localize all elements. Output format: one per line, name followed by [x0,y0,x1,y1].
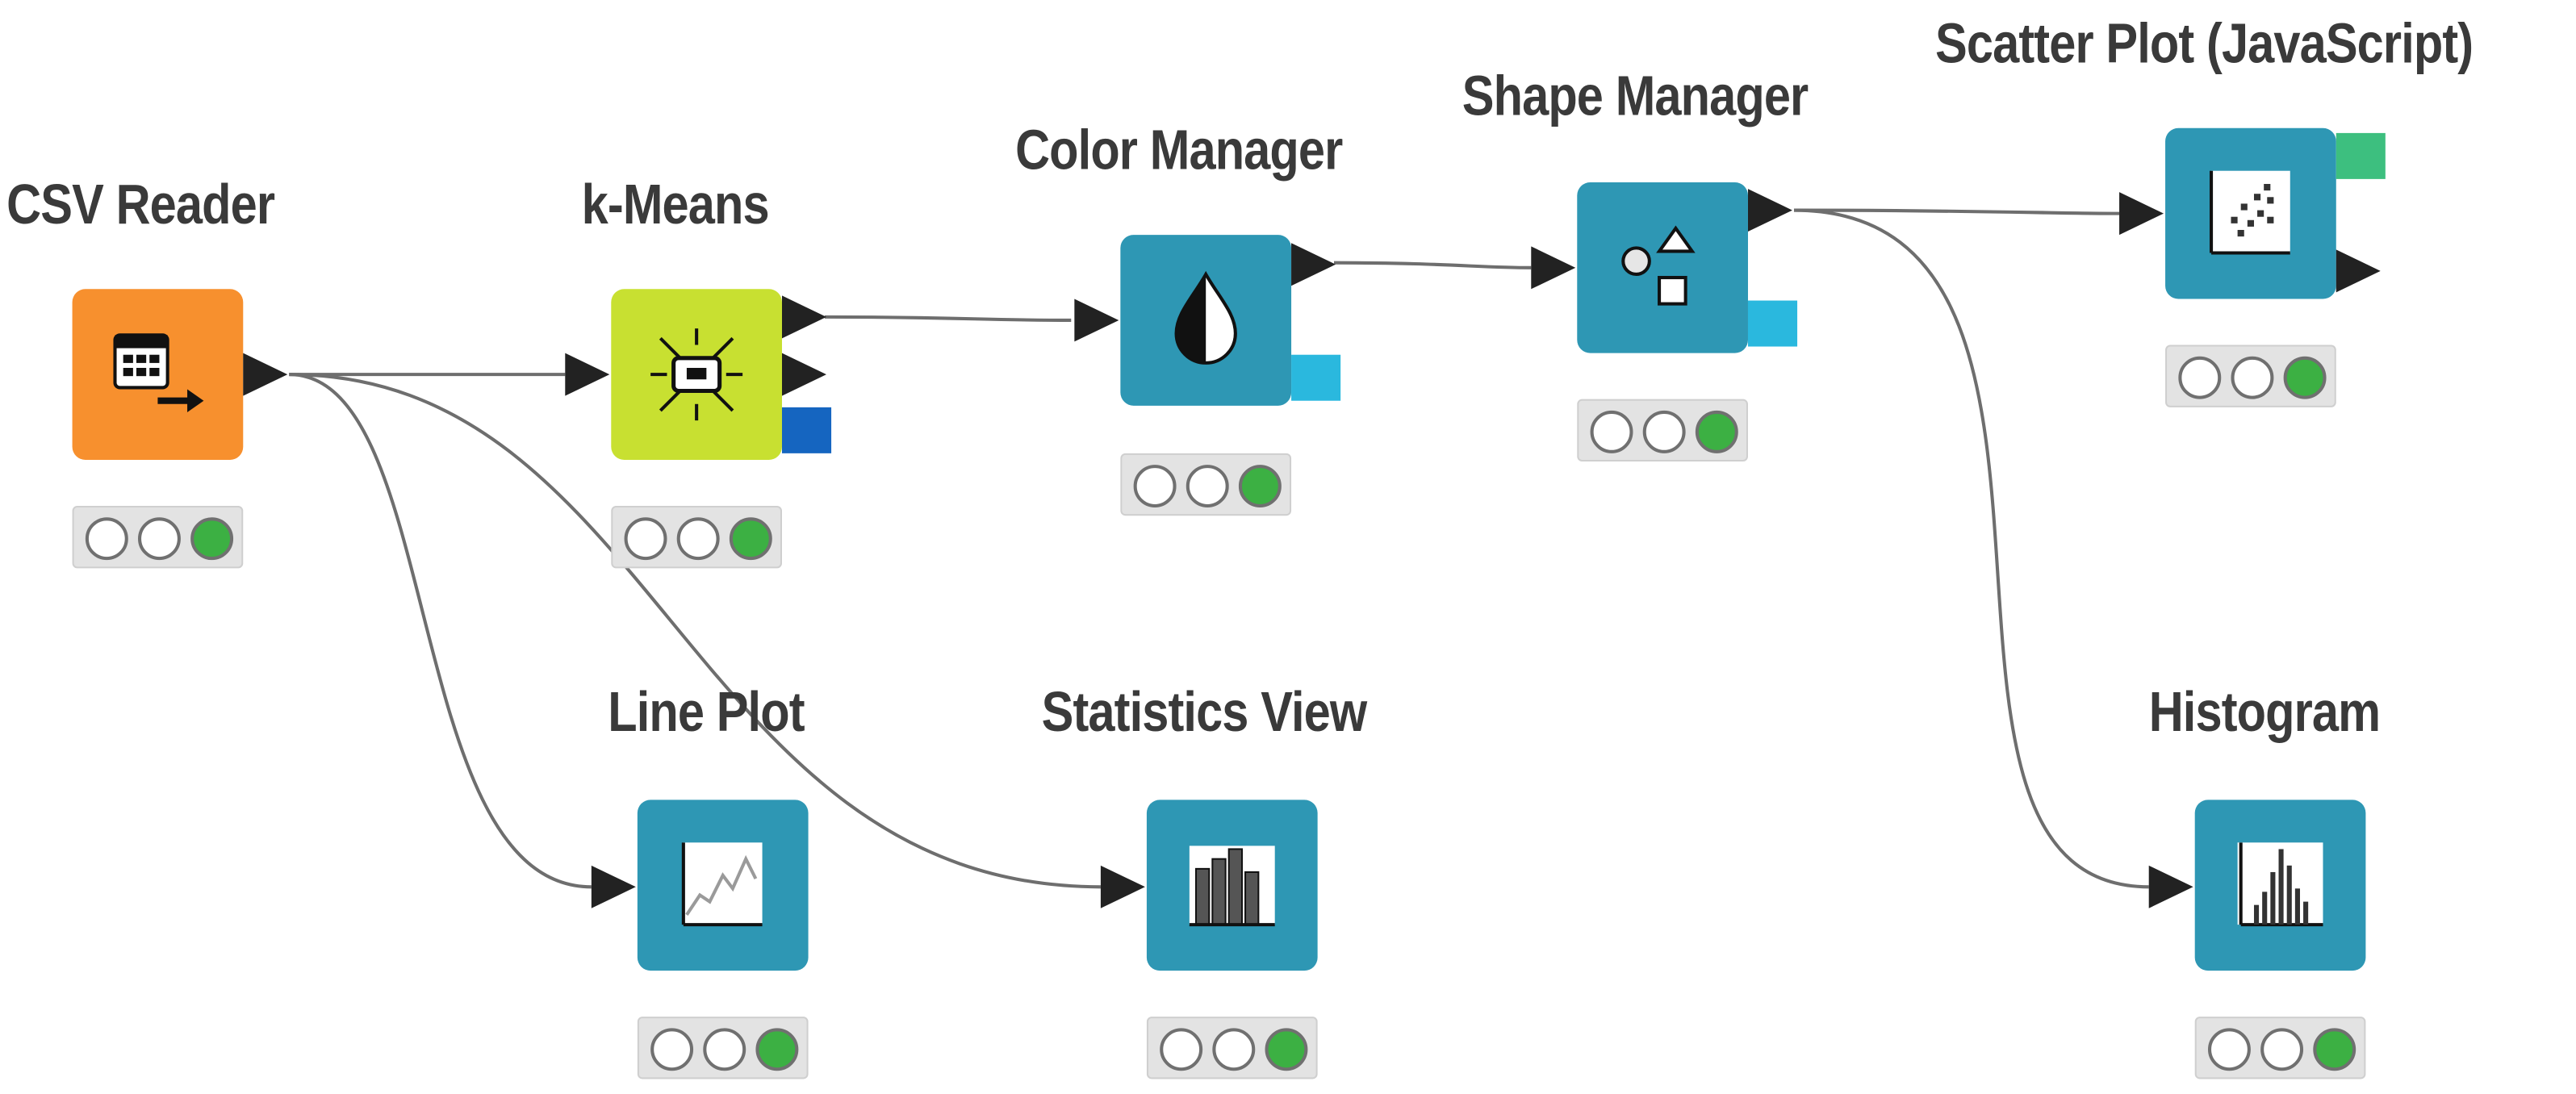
status-light-idle [85,517,128,561]
status-line-plot [637,1017,809,1079]
status-light-idle [2231,356,2274,399]
node-label-scatter-plot: Scatter Plot (JavaScript) [1935,13,2474,76]
status-color-manager [1120,453,1292,516]
view-port-scatter-plot[interactable] [2336,132,2386,179]
status-light-idle [1160,1028,1203,1071]
status-light-idle [2207,1028,2251,1071]
input-port-statistics-view[interactable] [1100,865,1145,908]
connection-csv-reader-to-statistics-view[interactable] [289,373,1101,889]
shapes-icon [1621,225,1696,306]
node-label-shape-manager: Shape Manager [1462,65,1809,128]
node-label-color-manager: Color Manager [1015,119,1343,182]
status-light-idle [137,517,181,561]
table-arrow-icon [113,333,204,412]
output-port-k-means-labels[interactable] [781,295,826,339]
node-label-statistics-view: Statistics View [1041,681,1368,745]
connection-k-means-to-color-manager[interactable] [824,315,1072,322]
status-light-executed [2283,356,2327,399]
status-light-idle [676,517,720,561]
color-drop-icon [1174,270,1237,365]
node-label-csv-reader: CSV Reader [6,173,275,237]
output-port-color-manager[interactable] [1291,243,1336,286]
output-port-k-means-centers[interactable] [781,353,826,396]
node-line-plot[interactable] [637,800,809,971]
output-port-shape-manager[interactable] [1747,189,1792,232]
status-shape-manager [1577,399,1748,462]
node-histogram[interactable] [2194,800,2366,971]
node-scatter-plot[interactable] [2165,127,2336,299]
status-histogram [2194,1017,2366,1079]
status-light-executed [729,517,772,561]
bar-chart-icon [1189,846,1275,927]
input-port-histogram[interactable] [2148,865,2193,908]
cluster-icon [650,328,743,421]
input-port-k-means[interactable] [565,353,610,396]
output-port-csv-reader[interactable] [243,353,288,396]
model-port-color-manager[interactable] [1291,354,1341,401]
node-label-histogram: Histogram [2148,681,2381,745]
status-csv-reader [72,505,244,569]
status-light-executed [1265,1028,1308,1071]
node-statistics-view[interactable] [1146,800,1318,971]
status-light-idle [1642,410,1686,453]
status-light-idle [1186,465,1229,508]
model-port-shape-manager[interactable] [1747,300,1798,347]
input-port-scatter-plot[interactable] [2119,192,2164,236]
input-port-shape-manager[interactable] [1531,246,1576,290]
histogram-icon [2237,842,2323,927]
status-k-means [611,505,782,569]
input-port-line-plot[interactable] [591,865,636,908]
input-port-color-manager[interactable] [1074,299,1119,342]
status-light-executed [190,517,234,561]
node-csv-reader[interactable] [72,289,244,460]
connection-shape-manager-to-scatter-plot[interactable] [1793,208,2120,215]
status-light-idle [2178,356,2222,399]
scatter-icon [2210,170,2290,255]
node-k-means[interactable] [611,289,782,460]
connection-shape-manager-to-histogram[interactable] [1793,208,2149,889]
status-light-idle [1133,465,1177,508]
node-label-line-plot: Line Plot [608,681,805,745]
connection-csv-reader-to-line-plot[interactable] [289,373,592,889]
connection-color-manager-to-shape-manager[interactable] [1333,261,1532,269]
status-statistics-view [1146,1017,1318,1079]
status-light-idle [703,1028,746,1071]
status-light-idle [1590,410,1633,453]
node-shape-manager[interactable] [1577,182,1748,353]
status-light-idle [624,517,667,561]
status-light-idle [650,1028,694,1071]
output-port-scatter-plot[interactable] [2336,249,2381,293]
line-chart-icon [681,842,763,927]
node-color-manager[interactable] [1120,235,1292,406]
model-port-k-means[interactable] [781,407,832,453]
status-light-executed [755,1028,799,1071]
status-scatter-plot [2165,344,2336,407]
status-light-executed [1695,410,1738,453]
status-light-executed [1238,465,1282,508]
node-label-k-means: k-Means [581,173,770,237]
status-light-executed [2313,1028,2356,1071]
status-light-idle [1212,1028,1256,1071]
status-light-idle [2260,1028,2304,1071]
